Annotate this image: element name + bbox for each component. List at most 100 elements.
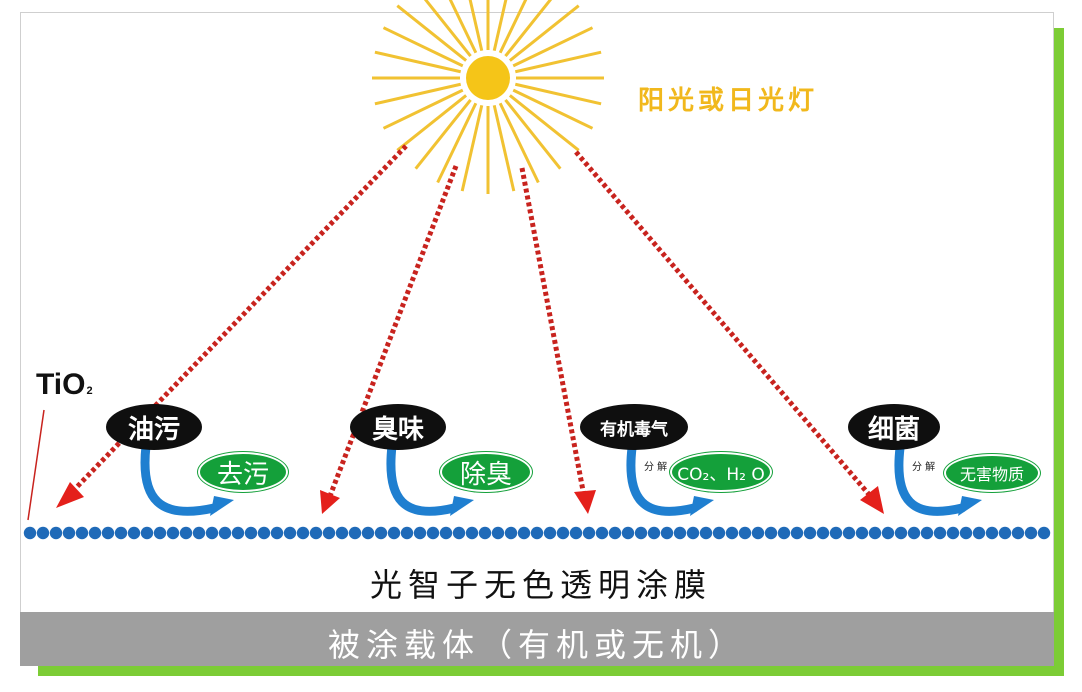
tio2-bead — [387, 526, 401, 540]
tio2-bead — [907, 526, 921, 540]
tio2-bead — [920, 526, 934, 540]
sun-ray — [460, 104, 484, 192]
tio2-bead — [361, 526, 375, 540]
pollutant-pill-odor: 臭味 — [350, 404, 446, 450]
tio2-bead — [140, 526, 154, 540]
sun-label: 阳光或日光灯 — [638, 86, 819, 116]
tio2-bead — [283, 526, 297, 540]
reaction-curve-1 — [140, 441, 234, 516]
tio2-bead — [88, 526, 102, 540]
tio2-bead — [569, 526, 583, 540]
tio2-bead — [231, 526, 245, 540]
tio2-bead — [335, 526, 349, 540]
tio2-bead — [738, 526, 752, 540]
tio2-bead — [504, 526, 518, 540]
tio2-bead — [309, 526, 323, 540]
tio2-bead — [49, 526, 63, 540]
sun-ray — [498, 102, 540, 184]
tio2-bead — [751, 526, 765, 540]
tio2-bead — [803, 526, 817, 540]
sun-ray — [468, 0, 484, 52]
sun-ray — [514, 50, 602, 74]
light-arrow-2 — [320, 165, 459, 514]
tio2-bead — [465, 526, 479, 540]
pollutant-pill-oil: 油污 — [106, 404, 202, 450]
substrate-shadow — [38, 666, 1064, 676]
sun-ray — [492, 0, 508, 52]
tio2-bead — [244, 526, 258, 540]
sun-ray — [396, 4, 468, 62]
tio2-label: TiO2 — [36, 368, 93, 402]
light-arrow-3 — [519, 167, 596, 514]
tio2-bead — [400, 526, 414, 540]
tio2-bead — [348, 526, 362, 540]
tio2-bead — [205, 526, 219, 540]
sun-ray — [512, 26, 594, 68]
tio2-bead — [621, 526, 635, 540]
diagram-frame — [20, 12, 1054, 666]
tio2-bead — [179, 526, 193, 540]
tio2-bead — [530, 526, 544, 540]
tio2-bead — [842, 526, 856, 540]
sun-ray — [514, 82, 602, 106]
light-arrow-4 — [574, 150, 884, 514]
tio2-bead — [725, 526, 739, 540]
tio2-bead — [985, 526, 999, 540]
tio2-bead — [673, 526, 687, 540]
tio2-bead — [855, 526, 869, 540]
tio2-bead — [972, 526, 986, 540]
tio2-bead — [634, 526, 648, 540]
sun-ray — [374, 82, 462, 106]
tio2-bead-layer — [23, 526, 1051, 540]
reaction-curve-2 — [386, 441, 474, 516]
tio2-bead — [595, 526, 609, 540]
tio2-bead — [933, 526, 947, 540]
decompose-label-toxic-gas: 分 解 — [644, 462, 668, 473]
sun-ray — [508, 4, 580, 62]
tio2-bead — [426, 526, 440, 540]
sun-ray — [492, 104, 516, 192]
tio2-bead — [816, 526, 830, 540]
tio2-bead — [998, 526, 1012, 540]
sun-ray — [396, 94, 468, 152]
tio2-bead — [829, 526, 843, 540]
tio2-bead — [491, 526, 505, 540]
pollutant-pill-toxic-gas: 有机毒气 — [580, 404, 688, 450]
tio2-bead — [62, 526, 76, 540]
tio2-bead — [478, 526, 492, 540]
decompose-label-bacteria: 分 解 — [912, 462, 936, 473]
tio2-bead — [75, 526, 89, 540]
result-pill-deodorize: 除臭 — [440, 452, 532, 492]
pollutant-pill-bacteria: 细菌 — [848, 404, 940, 450]
tio2-bead — [790, 526, 804, 540]
tio2-bead — [296, 526, 310, 540]
tio2-pointer-line — [27, 409, 45, 521]
tio2-bead — [868, 526, 882, 540]
tio2-bead — [894, 526, 908, 540]
tio2-bead — [270, 526, 284, 540]
tio2-bead — [582, 526, 596, 540]
tio2-bead — [881, 526, 895, 540]
tio2-bead — [660, 526, 674, 540]
tio2-bead — [608, 526, 622, 540]
tio2-bead — [543, 526, 557, 540]
tio2-bead — [699, 526, 713, 540]
tio2-bead — [114, 526, 128, 540]
tio2-bead — [712, 526, 726, 540]
tio2-bead — [556, 526, 570, 540]
sun-ray — [382, 26, 464, 68]
sun-ray — [504, 98, 562, 170]
sun-ray — [448, 0, 478, 54]
sun-ray — [504, 0, 553, 58]
substrate-label: 被涂载体（有机或无机） — [327, 626, 746, 664]
substrate-bar — [20, 612, 1054, 666]
tio2-label-base: TiO — [36, 368, 86, 401]
sun-ray — [374, 50, 462, 74]
reaction-curve-3 — [626, 443, 714, 516]
tio2-bead — [452, 526, 466, 540]
sun-ray — [414, 98, 472, 170]
tio2-bead — [1037, 526, 1051, 540]
tio2-bead — [439, 526, 453, 540]
tio2-bead — [192, 526, 206, 540]
